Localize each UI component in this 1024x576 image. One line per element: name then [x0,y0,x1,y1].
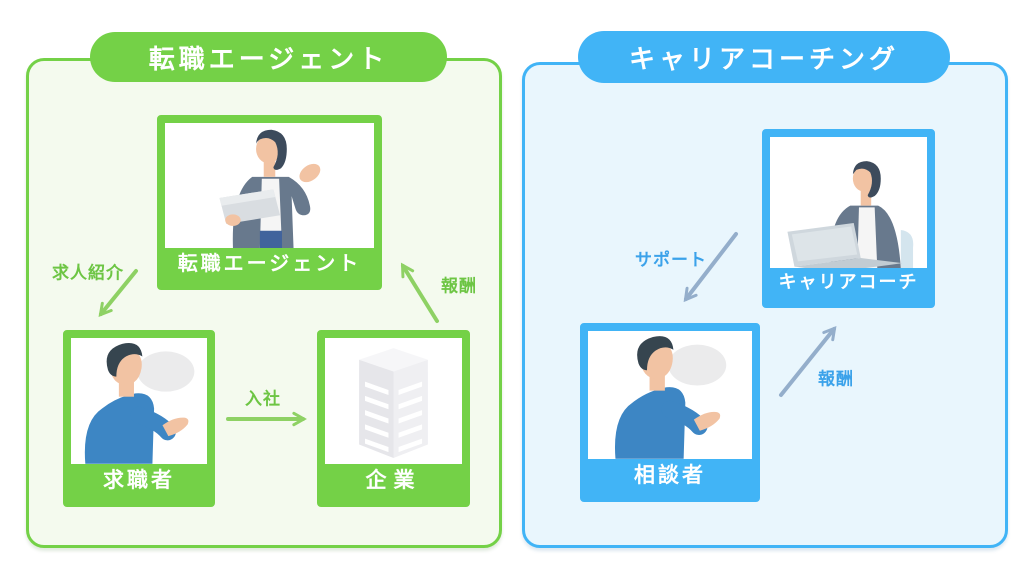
coaching-panel-title: キャリアコーチング [578,31,950,83]
client-illustration [588,331,752,459]
client-card: 相談者 [580,323,760,502]
arrow-label-reward-left: 報酬 [441,276,477,296]
arrow-label-job-intro: 求人紹介 [52,263,124,283]
arrow-label-join: 入社 [245,389,281,409]
career-coach-illustration [770,137,927,269]
job-seeker-illustration [71,338,207,464]
agent-panel-title: 転職エージェント [90,32,447,82]
job-seeker-card: 求職者 [63,330,215,507]
career-coach-card: キャリアコーチ [762,129,935,308]
company-card: 企業 [317,330,470,507]
office-building-illustration [325,338,462,464]
agent-card: 転職エージェント [157,115,382,290]
job-seeker-card-label: 求職者 [71,463,207,499]
agent-woman-illustration [165,123,374,248]
career-coach-card-label: キャリアコーチ [770,268,927,300]
arrow-label-support: サポート [635,250,707,270]
arrow-label-reward-right: 報酬 [818,369,854,389]
company-card-label: 企業 [325,463,462,499]
client-card-label: 相談者 [588,458,752,494]
agent-card-label: 転職エージェント [165,248,374,282]
